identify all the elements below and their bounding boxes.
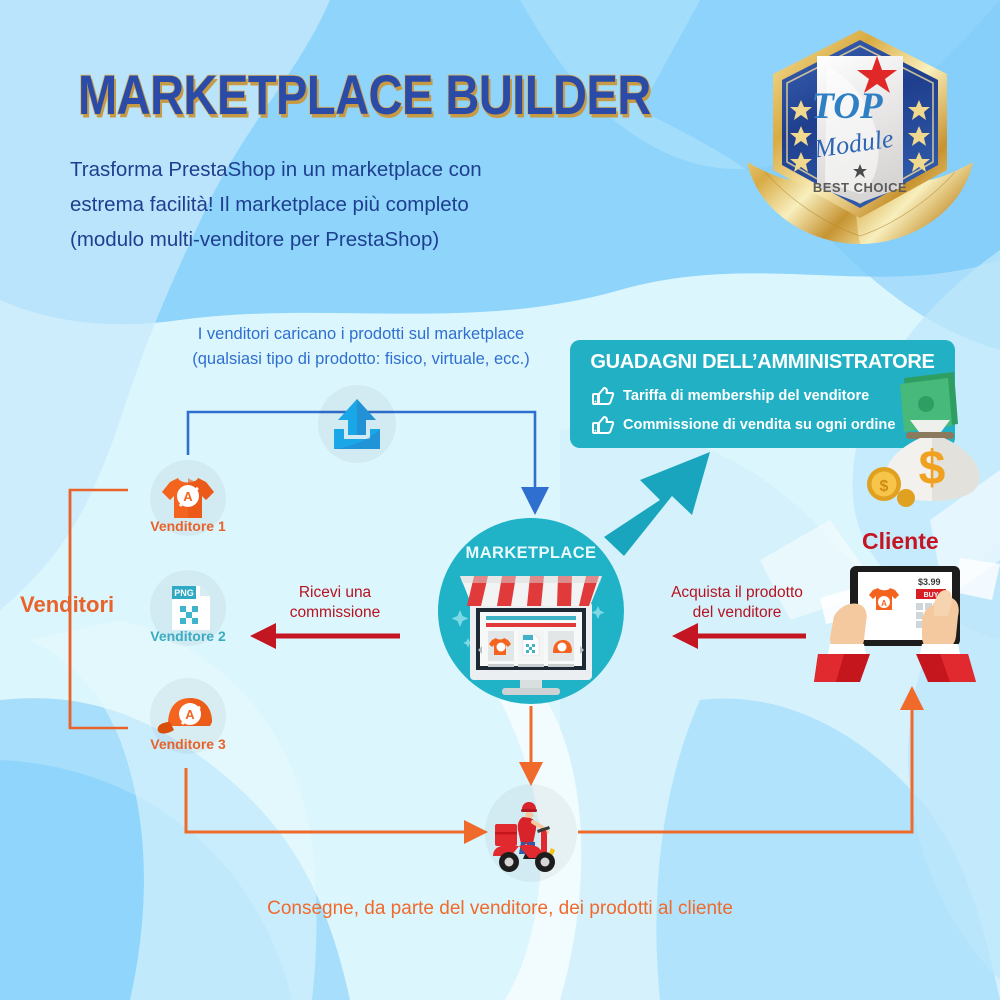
storefront-monitor-icon bbox=[451, 576, 605, 695]
vendor-1-label: Venditore 1 bbox=[150, 518, 226, 534]
page-subtitle: Trasforma PrestaShop in un marketplace c… bbox=[70, 152, 590, 257]
vendor-3[interactable]: A Venditore 3 bbox=[150, 678, 226, 754]
svg-text:A: A bbox=[183, 489, 193, 504]
red-star-icon bbox=[857, 56, 897, 93]
svg-text:A: A bbox=[881, 599, 887, 608]
admin-earning-label-1: Tariffa di membership del venditore bbox=[623, 388, 870, 404]
vendor-3-label: Venditore 3 bbox=[150, 736, 226, 752]
admin-earnings-title: GUADAGNI DELL’AMMINISTRATORE bbox=[590, 351, 935, 373]
purchase-line-2: del venditore bbox=[692, 604, 782, 621]
gold-coin-icon bbox=[897, 489, 915, 507]
svg-text:$: $ bbox=[922, 397, 930, 413]
png-file-icon: PNG bbox=[172, 586, 210, 630]
money-bag-icon: $ $ $ bbox=[862, 362, 1000, 507]
banknotes-icon: $ bbox=[900, 372, 958, 432]
purchase-line-1: Acquista il prodotto bbox=[671, 584, 803, 601]
vendor-1[interactable]: A Venditore 1 bbox=[150, 460, 226, 536]
badge-best-choice-text: BEST CHOICE bbox=[813, 180, 907, 195]
svg-text:$: $ bbox=[919, 442, 946, 495]
delivery-node[interactable] bbox=[485, 784, 577, 882]
admin-earning-item-2: Commissione di vendita su ogni ordine bbox=[592, 415, 895, 435]
marketplace-title: MARKETPLACE bbox=[465, 544, 597, 562]
thumbs-up-icon bbox=[592, 387, 615, 405]
subtitle-line-3: (modulo multi-venditore per PrestaShop) bbox=[70, 228, 440, 251]
hands-tablet-icon: A $3.99 BUY bbox=[814, 558, 1000, 682]
client-label: Cliente bbox=[862, 528, 939, 554]
badge-stars bbox=[790, 100, 930, 172]
delivery-down-arrow bbox=[519, 706, 543, 786]
admin-earning-item-1: Tariffa di membership del venditore bbox=[592, 386, 869, 406]
vendor-2[interactable]: PNG Venditore 2 bbox=[150, 570, 226, 646]
top-module-badge: TOP Module BEST CHOICE bbox=[735, 22, 985, 257]
tshirt-icon: A bbox=[162, 478, 214, 518]
svg-text:A: A bbox=[185, 707, 195, 722]
commission-line-1: Ricevi una bbox=[298, 584, 372, 601]
scooter-delivery-icon bbox=[493, 802, 555, 872]
tablet-buy-button: BUY bbox=[924, 592, 939, 599]
delivery-to-client-arrow bbox=[578, 686, 924, 834]
vendors-bracket bbox=[68, 488, 128, 730]
commission-arrow bbox=[250, 623, 400, 649]
upload-icon bbox=[318, 385, 396, 463]
admin-earnings-panel: GUADAGNI DELL’AMMINISTRATORE Tariffa di … bbox=[570, 340, 955, 448]
upload-line-2: (qualsiasi tipo di prodotto: fisico, vir… bbox=[192, 350, 530, 368]
admin-earnings-arrow bbox=[604, 452, 710, 556]
upload-description: I venditori caricano i prodotti sul mark… bbox=[146, 322, 576, 372]
purchase-flow-label: Acquista il prodotto del venditore bbox=[656, 583, 818, 623]
tablet-price: $3.99 bbox=[918, 577, 941, 587]
marketplace-node[interactable]: MARKETPLACE bbox=[438, 518, 624, 704]
gold-coin-icon: $ bbox=[867, 467, 901, 501]
thumbs-up-icon bbox=[592, 416, 615, 434]
vendor-to-delivery-arrow bbox=[184, 768, 488, 844]
vendors-group-label: Venditori bbox=[20, 592, 115, 617]
purchase-arrow bbox=[672, 623, 806, 649]
upload-line-1: I venditori caricano i prodotti sul mark… bbox=[197, 325, 525, 343]
cap-icon: A bbox=[157, 698, 212, 734]
commission-line-2: commissione bbox=[289, 604, 381, 621]
admin-earning-label-2: Commissione di vendita su ogni ordine bbox=[623, 417, 896, 433]
upload-flow-arrowhead bbox=[521, 487, 549, 515]
subtitle-line-1: Trasforma PrestaShop in un marketplace c… bbox=[70, 158, 482, 181]
commission-flow-label: Ricevi una commissione bbox=[254, 583, 416, 623]
subtitle-line-2: estrema facilità! Il marketplace più com… bbox=[70, 193, 469, 216]
svg-text:$: $ bbox=[880, 478, 889, 495]
svg-text:PNG: PNG bbox=[174, 588, 194, 598]
vendor-2-label: Venditore 2 bbox=[150, 628, 226, 644]
delivery-flow-label: Consegne, da parte del venditore, dei pr… bbox=[267, 898, 733, 919]
badge-top-text: TOP bbox=[811, 86, 883, 127]
page-title: MARKETPLACE BUILDER bbox=[77, 62, 652, 126]
